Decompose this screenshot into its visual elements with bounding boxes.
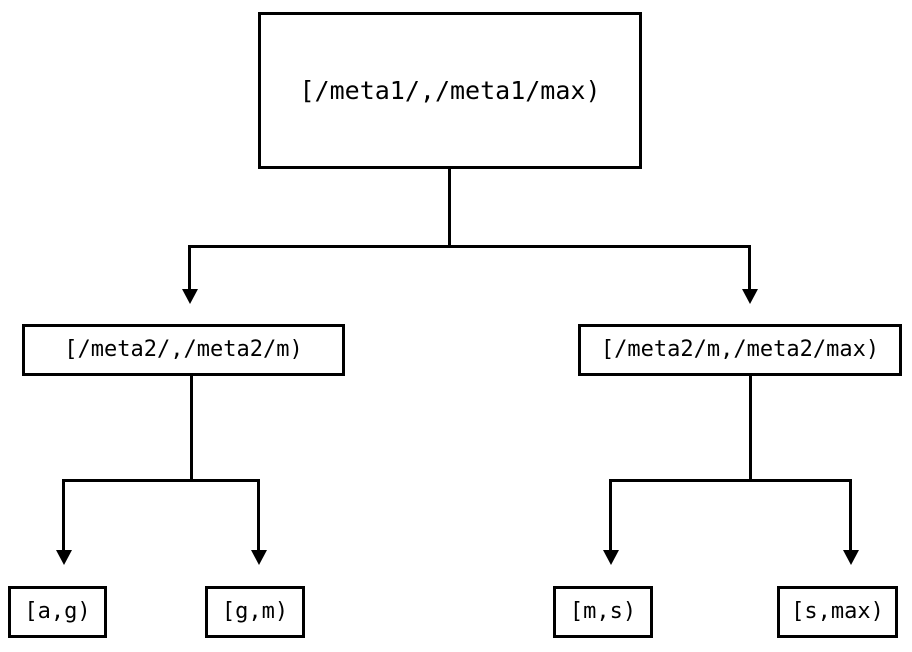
edge-mid-right-to-leaf-ms-drop xyxy=(609,479,612,551)
tree-node-mid-right[interactable]: [/meta2/m,/meta2/max) xyxy=(578,324,902,376)
edge-level1-crossbar xyxy=(188,245,751,248)
edge-root-to-mid-right-drop xyxy=(748,245,751,290)
edge-mid-left-to-leaf-ag-drop xyxy=(62,479,65,551)
edge-root-stem xyxy=(448,169,451,246)
tree-node-leaf-ag[interactable]: [a,g) xyxy=(8,586,107,638)
tree-node-leaf-smax-label: [s,max) xyxy=(791,599,884,624)
arrowhead-icon-mid-right-to-leaf-smax xyxy=(843,550,859,565)
tree-node-mid-left-label: [/meta2/,/meta2/m) xyxy=(64,337,303,362)
edge-mid-left-to-leaf-gm-drop xyxy=(257,479,260,551)
tree-node-leaf-ag-label: [a,g) xyxy=(24,599,91,624)
tree-node-leaf-ms[interactable]: [m,s) xyxy=(553,586,653,638)
arrowhead-icon-root-to-mid-left xyxy=(182,289,198,304)
edge-mid-right-stem xyxy=(749,376,752,481)
tree-node-mid-left[interactable]: [/meta2/,/meta2/m) xyxy=(22,324,345,376)
arrowhead-icon-root-to-mid-right xyxy=(742,289,758,304)
tree-node-leaf-smax[interactable]: [s,max) xyxy=(777,586,898,638)
tree-node-leaf-gm-label: [g,m) xyxy=(221,599,289,624)
edge-mid-left-stem xyxy=(190,376,193,481)
edge-level2-left-crossbar xyxy=(62,479,260,482)
tree-node-mid-right-label: [/meta2/m,/meta2/max) xyxy=(600,337,880,362)
edge-mid-right-to-leaf-smax-drop xyxy=(849,479,852,551)
tree-node-root[interactable]: [/meta1/,/meta1/max) xyxy=(258,12,642,169)
edge-level2-right-crossbar xyxy=(609,479,852,482)
arrowhead-icon-mid-right-to-leaf-ms xyxy=(603,550,619,565)
arrowhead-icon-mid-left-to-leaf-ag xyxy=(56,550,72,565)
tree-node-root-label: [/meta1/,/meta1/max) xyxy=(299,76,601,105)
tree-node-leaf-ms-label: [m,s) xyxy=(569,599,637,624)
arrowhead-icon-mid-left-to-leaf-gm xyxy=(251,550,267,565)
tree-node-leaf-gm[interactable]: [g,m) xyxy=(205,586,305,638)
edge-root-to-mid-left-drop xyxy=(188,245,191,290)
